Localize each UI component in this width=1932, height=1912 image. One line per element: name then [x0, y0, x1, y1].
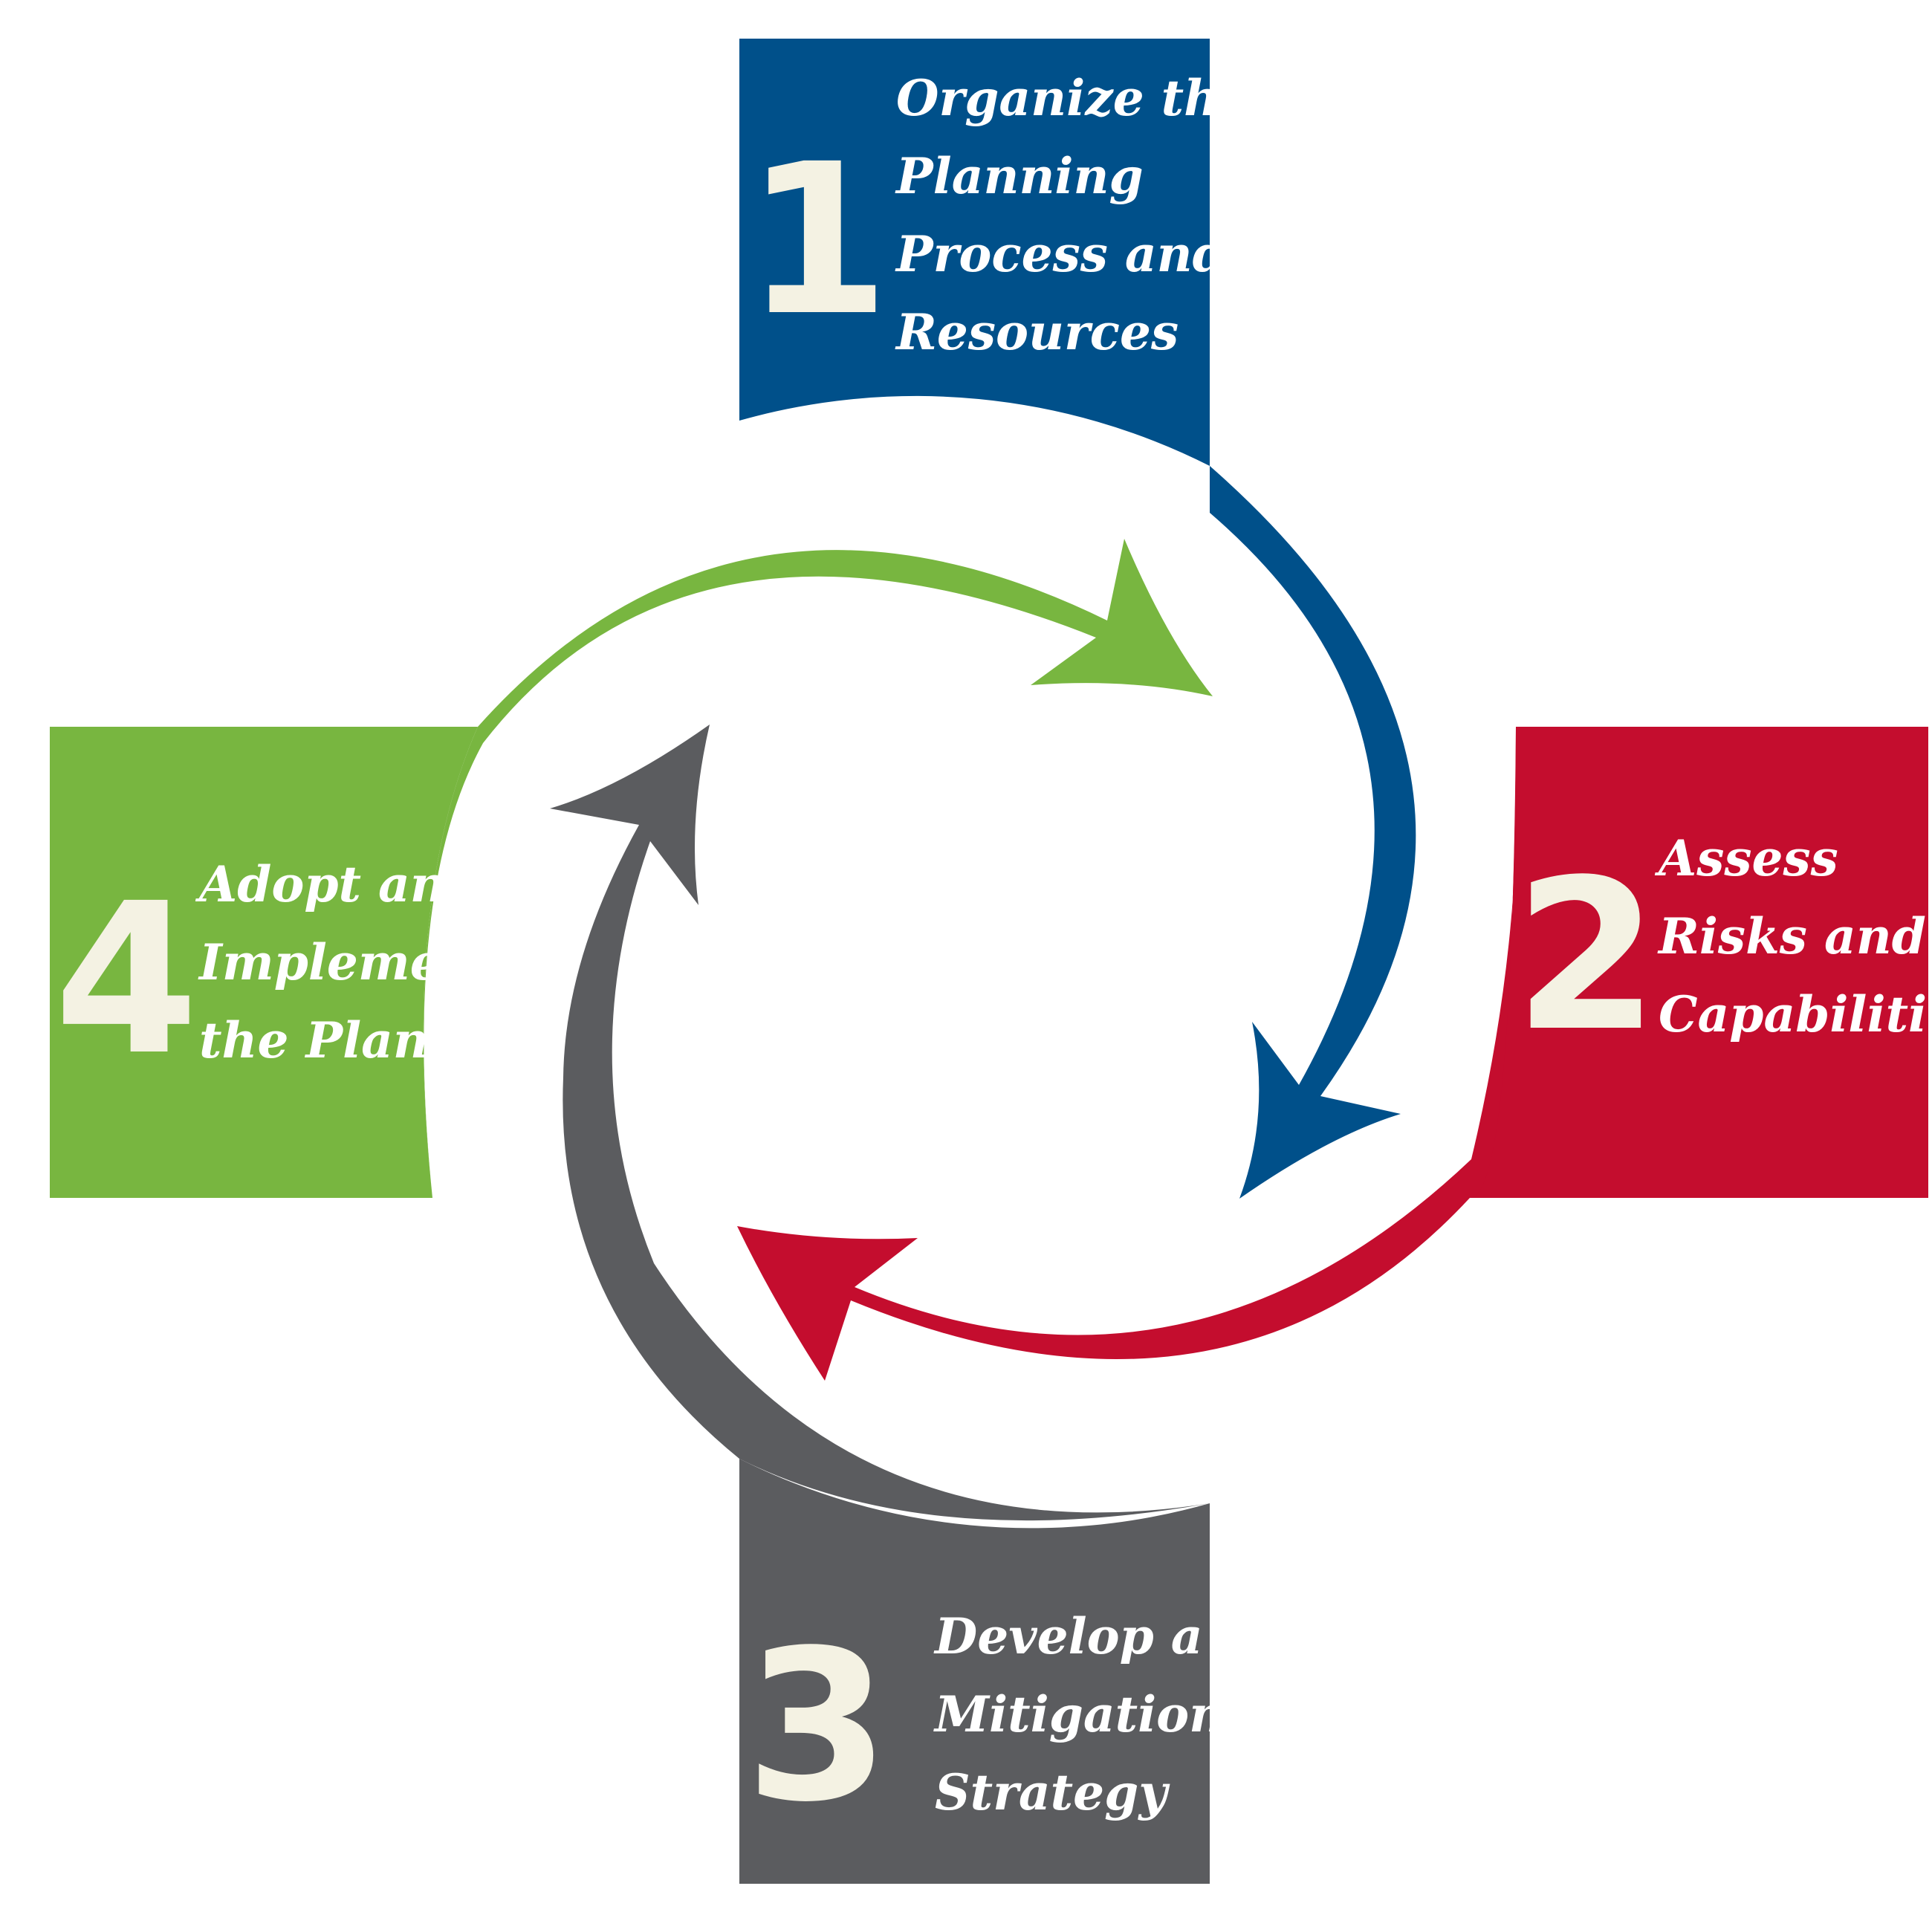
step-2-group: 2 Assess Risks and Capabilities — [737, 727, 1932, 1381]
step-3-group: 3 Develop a Mitigation Strategy — [550, 725, 1242, 1884]
step-1-number: 1 — [745, 120, 890, 362]
step-3-label-line-1: Develop a — [933, 1607, 1203, 1665]
step-3-label: Develop a Mitigation Strategy — [933, 1607, 1242, 1821]
step-4-arrow — [423, 539, 1213, 1198]
step-4-group: 4 Adopt and Implement the Plan — [50, 539, 1213, 1198]
step-3-label-line-2: Mitigation — [933, 1685, 1225, 1743]
step-2-label: Assess Risks and Capabilities — [1654, 829, 1932, 1043]
step-4-label: Adopt and Implement the Plan — [195, 855, 516, 1069]
step-1-box — [739, 39, 1210, 466]
step-3-arrow — [550, 725, 1210, 1521]
step-1-label-line-4: Resources — [895, 303, 1179, 361]
step-1-label-line-1: Organize the — [896, 69, 1251, 127]
step-1-group: 1 Organize the Planning Process and Reso… — [739, 39, 1416, 1199]
step-1-label: Organize the Planning Process and Resour… — [895, 69, 1268, 361]
step-2-number: 2 — [1514, 835, 1659, 1077]
step-3-number: 3 — [745, 1606, 890, 1848]
step-2-box — [1470, 727, 1928, 1198]
step-2-label-line-2: Risks and — [1657, 907, 1926, 965]
step-2-label-line-3: Capabilities — [1659, 985, 1932, 1043]
step-4-box — [50, 727, 478, 1198]
step-3-box — [739, 1459, 1210, 1884]
step-4-label-line-3: the Plan — [199, 1011, 429, 1069]
step-1-label-line-2: Planning — [895, 147, 1144, 205]
step-2-label-line-1: Assess — [1654, 829, 1838, 887]
step-4-label-line-1: Adopt and — [195, 855, 480, 913]
step-4-number: 4 — [54, 859, 199, 1101]
step-2-arrow — [737, 727, 1517, 1381]
step-1-arrow — [1210, 466, 1416, 1199]
step-4-label-line-2: Implement — [198, 933, 499, 991]
step-1-label-line-3: Process and — [895, 225, 1227, 283]
step-3-label-line-3: Strategy — [935, 1763, 1170, 1821]
